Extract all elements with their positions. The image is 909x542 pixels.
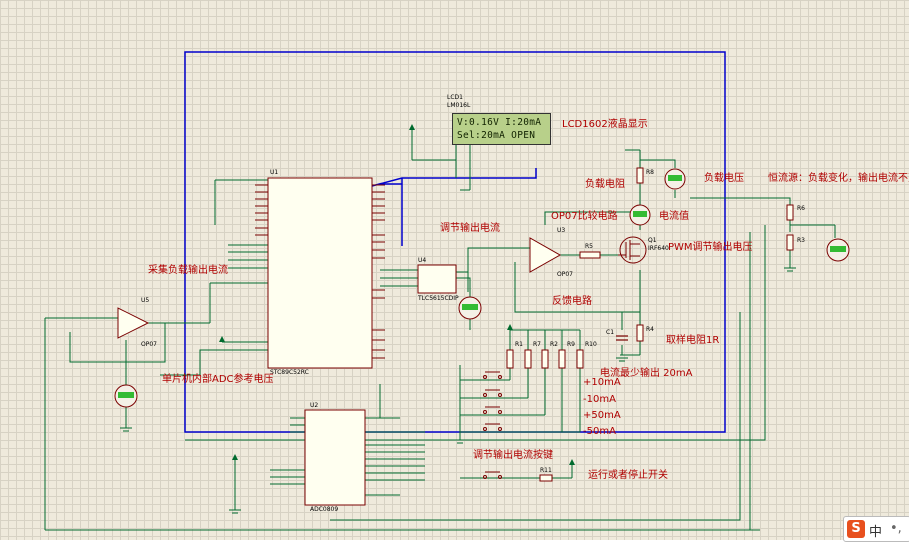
- label-minus10: -10mA: [583, 394, 616, 405]
- ime-punct-toggle[interactable]: •,: [890, 521, 902, 536]
- r8-ref: R8: [646, 169, 654, 176]
- u3-model: OP07: [557, 271, 573, 278]
- ime-toolbar[interactable]: S 中 •,: [843, 516, 909, 542]
- r6-ref: R6: [797, 205, 805, 212]
- u5-ref: U5: [141, 297, 150, 304]
- label-run-stop-switch: 运行或者停止开关: [588, 470, 668, 481]
- pin-stubs: [255, 184, 385, 359]
- r7-ref: R7: [533, 341, 541, 348]
- lcd-display: V:0.16V I:20mA Sel:20mA OPEN: [452, 113, 551, 145]
- mosfet-symbol: [618, 236, 647, 264]
- pushbutton-symbols: [483, 371, 502, 479]
- label-constant-current: 恒流源：负载变化，输出电流不变: [768, 173, 909, 184]
- label-adjust-output-current: 调节输出电流: [440, 223, 500, 234]
- label-load-voltage: 负载电压: [704, 173, 744, 184]
- u4-model: TLC5615CDIP: [418, 295, 459, 302]
- q1-ref: Q1: [648, 237, 657, 244]
- label-mcu-adc-ref: 单片机内部ADC参考电压: [162, 374, 274, 385]
- ground-symbols: [120, 267, 796, 514]
- lcd-model: LM016L: [447, 102, 471, 109]
- adc-ref: U2: [310, 402, 319, 409]
- r1-ref: R1: [515, 341, 523, 348]
- label-sample-load-current: 采集负载输出电流: [148, 265, 228, 276]
- ime-mode-toggle[interactable]: 中: [869, 525, 883, 540]
- capacitor-symbol: [616, 335, 628, 341]
- mcu-ref: U1: [270, 169, 279, 176]
- label-op07-compare: OP07比较电路: [551, 211, 618, 222]
- r3-ref: R3: [797, 237, 805, 244]
- r5-ref: R5: [585, 243, 593, 250]
- u4-ref: U4: [418, 257, 427, 264]
- r4-ref: R4: [646, 326, 654, 333]
- u3-ref: U3: [557, 227, 566, 234]
- r11-ref: R11: [540, 467, 552, 474]
- power-arrows: [219, 124, 575, 465]
- label-plus10: +10mA: [583, 377, 621, 388]
- u5-model: OP07: [141, 341, 157, 348]
- mcu-model: STC89C52RC: [270, 369, 309, 376]
- adc-model: ADC0809: [310, 506, 339, 513]
- q1-model: IRF640: [648, 245, 669, 252]
- label-min-output-current: 电流最少输出 20mA: [600, 368, 693, 379]
- r10-ref: R10: [585, 341, 597, 348]
- r9-ref: R9: [567, 341, 575, 348]
- label-pwm-adjust: PWM调节输出电压: [668, 242, 753, 253]
- green-wires: [44, 130, 836, 531]
- c1-ref: C1: [606, 329, 615, 336]
- blue-net-lines: [184, 51, 726, 433]
- lcd-ref: LCD1: [447, 94, 463, 101]
- label-minus50: -50mA: [583, 426, 616, 437]
- meter-symbols: [114, 168, 850, 408]
- ime-logo-icon[interactable]: S: [847, 520, 865, 538]
- r2-ref: R2: [550, 341, 558, 348]
- lcd-line-1: V:0.16V I:20mA: [457, 117, 542, 128]
- opamp-triangles: [117, 237, 562, 339]
- label-load-resistor: 负载电阻: [585, 179, 625, 190]
- label-current-value: 电流值: [659, 211, 689, 222]
- label-lcd-display: LCD1602液晶显示: [562, 119, 648, 130]
- label-plus50: +50mA: [583, 410, 621, 421]
- label-feedback: 反馈电路: [552, 296, 592, 307]
- lcd-line-2: Sel:20mA OPEN: [457, 130, 536, 141]
- part-bodies: [267, 167, 794, 506]
- label-sample-resistor: 取样电阻1R: [666, 335, 720, 346]
- label-adjust-buttons: 调节输出电流按键: [473, 450, 553, 461]
